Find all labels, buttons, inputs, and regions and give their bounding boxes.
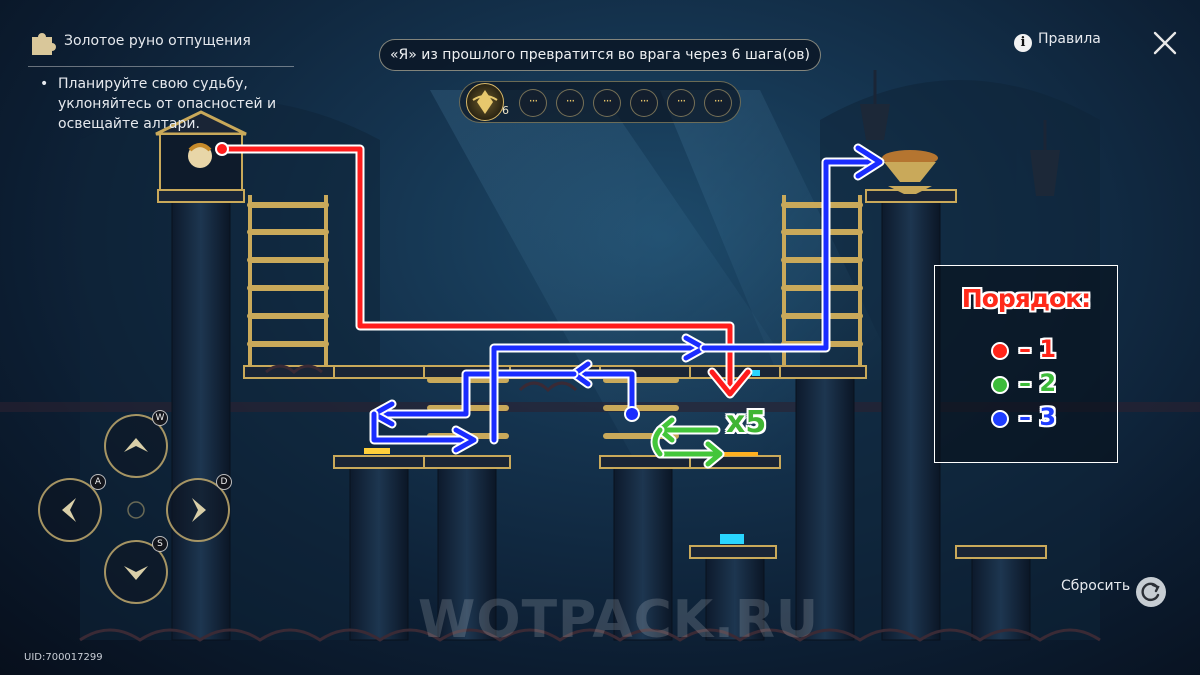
step-slot: ··· bbox=[704, 89, 732, 117]
back-wall-band bbox=[0, 402, 1200, 412]
order-legend: Порядок: – 1 – 2 – 3 bbox=[934, 265, 1118, 463]
rules-button[interactable]: i Правила bbox=[1014, 31, 1101, 52]
brazier-altar bbox=[860, 70, 1060, 196]
repeat-multiplier: x5 bbox=[726, 405, 767, 440]
step-count: 6 bbox=[502, 104, 509, 117]
rules-label: Правила bbox=[1038, 31, 1101, 47]
blue-dot-icon bbox=[991, 410, 1009, 428]
chevron-down-icon bbox=[124, 566, 148, 580]
step-slot: ··· bbox=[519, 89, 547, 117]
reset-button[interactable] bbox=[1136, 577, 1166, 607]
step-slot: ··· bbox=[667, 89, 695, 117]
key-hint-s: S bbox=[152, 536, 168, 552]
quest-objective: • Планируйте свою судьбу, уклоняйтесь от… bbox=[40, 74, 300, 134]
puzzle-piece-icon bbox=[32, 33, 56, 55]
quest-objective-text: Планируйте свою судьбу, уклоняйтесь от о… bbox=[58, 76, 277, 132]
route-blue bbox=[369, 143, 885, 455]
chevron-left-icon bbox=[62, 498, 76, 522]
refresh-icon bbox=[1141, 582, 1160, 602]
green-dot-icon bbox=[991, 376, 1009, 394]
step-slot: ··· bbox=[593, 89, 621, 117]
bullet-icon: • bbox=[40, 76, 49, 92]
compass-center-icon bbox=[127, 501, 145, 519]
key-hint-a: A bbox=[90, 474, 106, 490]
legend-title: Порядок: bbox=[961, 284, 1091, 313]
route-green bbox=[650, 415, 725, 469]
cyan-marker bbox=[752, 370, 760, 376]
turn-warning-banner: «Я» из прошлого превратится во врага чер… bbox=[379, 39, 821, 71]
quest-title: Золотое руно отпущения bbox=[64, 33, 251, 49]
red-dot-icon bbox=[991, 342, 1009, 360]
ladder-left bbox=[247, 195, 329, 368]
move-left-button[interactable] bbox=[38, 478, 102, 542]
thorns bbox=[79, 364, 1101, 642]
key-hint-d: D bbox=[216, 474, 232, 490]
player-shrine bbox=[155, 110, 247, 191]
chevron-right-icon bbox=[192, 498, 206, 522]
move-down-button[interactable] bbox=[104, 540, 168, 604]
altar-tile-glow bbox=[700, 452, 758, 456]
key-hint-w: W bbox=[152, 410, 168, 426]
quest-divider bbox=[28, 66, 294, 67]
move-up-button[interactable] bbox=[104, 414, 168, 478]
cyan-pressure-tile bbox=[720, 534, 744, 544]
chevron-up-icon bbox=[124, 438, 148, 452]
info-icon: i bbox=[1014, 34, 1032, 52]
step-slot: ··· bbox=[556, 89, 584, 117]
altar-tile-lit bbox=[364, 448, 390, 454]
reset-label[interactable]: Сбросить bbox=[1061, 578, 1131, 594]
pillars bbox=[171, 199, 1031, 641]
step-tracker: 6 ··· ··· ··· ··· ··· ··· bbox=[459, 81, 741, 123]
past-self-icon bbox=[466, 83, 504, 121]
close-icon[interactable] bbox=[1150, 28, 1180, 58]
user-id: UID:700017299 bbox=[24, 652, 103, 663]
golden-fleece-character-icon bbox=[188, 144, 212, 168]
step-slot: ··· bbox=[630, 89, 658, 117]
watermark: WOTPACK.RU bbox=[418, 590, 820, 650]
